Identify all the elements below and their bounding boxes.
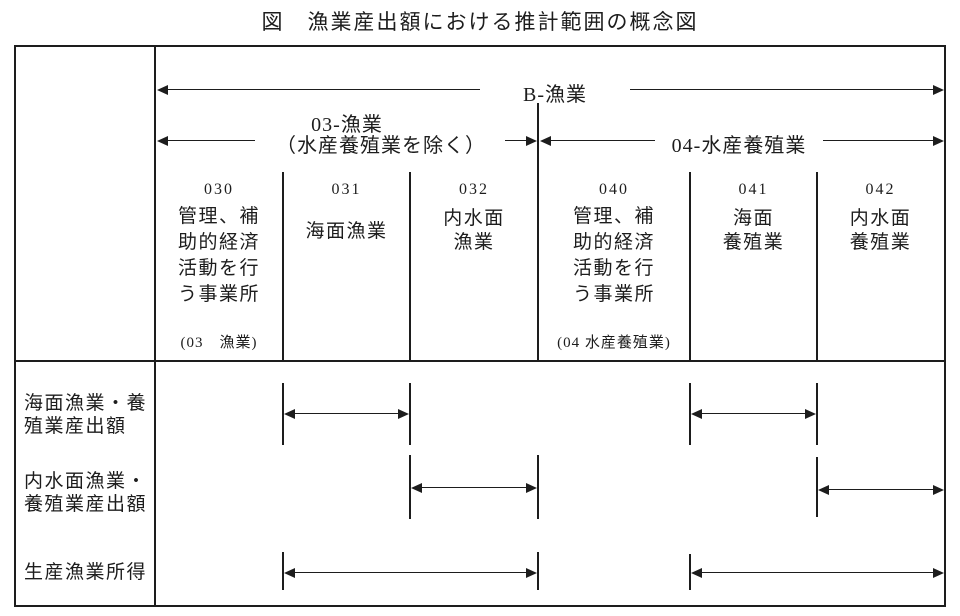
arrow-line [549, 140, 655, 141]
arrowhead-left-icon [691, 568, 702, 578]
column-divider-030-031 [282, 172, 284, 362]
column-header-030: 030 管理、補 助的経済 活動を行 う事業所 (03 漁業) [155, 181, 283, 351]
arrowhead-right-icon [398, 409, 409, 419]
column-note: (03 漁業) [180, 335, 258, 351]
arrowhead-left-icon [284, 568, 295, 578]
label-column-divider [154, 45, 156, 607]
column-divider-041-042 [816, 172, 818, 362]
header-bottom-line [14, 360, 946, 362]
column-label-line: 養殖業 [722, 232, 785, 253]
arrow-line [823, 140, 933, 141]
column-header-041: 041 海面 養殖業 [690, 181, 817, 255]
arrow-line [630, 89, 933, 90]
span-03-label: 03-漁業 [311, 114, 383, 136]
arrowhead-right-icon [805, 409, 816, 419]
column-label: 内水面 漁業 [410, 207, 538, 255]
column-label: 管理、補 助的経済 活動を行 う事業所 [155, 204, 283, 308]
column-code: 030 [204, 181, 234, 198]
arrow-line [166, 140, 255, 141]
arrow-line [166, 89, 480, 90]
arrow-line [700, 572, 933, 573]
figure-title: 図 漁業産出額における推計範囲の概念図 [261, 10, 699, 34]
column-header-042: 042 内水面 養殖業 [817, 181, 944, 255]
arrowhead-right-icon [526, 568, 537, 578]
column-label-line: 海面漁業 [305, 221, 388, 242]
arrowhead-left-icon [157, 136, 168, 146]
column-label: 海面漁業 [283, 219, 410, 245]
arrow-line [293, 413, 400, 414]
arrow-line [505, 140, 528, 141]
column-note: (04 水産養殖業) [557, 335, 671, 351]
row-label-line: 生産漁業所得 [24, 562, 148, 583]
arrowhead-left-icon [540, 136, 551, 146]
arrow-tick [282, 383, 284, 445]
column-label-line: 漁業 [453, 232, 495, 253]
arrowhead-right-icon [933, 485, 944, 495]
arrowhead-left-icon [411, 483, 422, 493]
arrow-line [700, 413, 807, 414]
column-code: 042 [865, 181, 896, 198]
arrowhead-left-icon [157, 85, 168, 95]
arrowhead-right-icon [526, 136, 537, 146]
arrowhead-right-icon [526, 483, 537, 493]
column-divider-031-032 [409, 172, 411, 362]
column-label-line: 助的経済 [572, 232, 655, 253]
table-frame [14, 45, 946, 607]
column-label: 管理、補 助的経済 活動を行 う事業所 [538, 204, 690, 308]
column-label-line: 管理、補 [177, 206, 260, 227]
arrow-line [293, 572, 528, 573]
column-label-line: 活動を行 [572, 258, 655, 279]
arrow-tick [537, 455, 539, 519]
arrow-line [827, 489, 935, 490]
arrow-tick [689, 554, 691, 590]
row-label-marine-output: 海面漁業・養 殖業産出額 [24, 392, 154, 438]
span-04-label: 04-水産養殖業 [671, 135, 807, 157]
column-code: 032 [459, 181, 489, 198]
column-code: 040 [599, 181, 629, 198]
row-label-line: 殖業産出額 [24, 416, 127, 437]
arrowhead-right-icon [933, 136, 944, 146]
row-label-line: 内水面漁業・ [24, 471, 148, 492]
span-03-sublabel: （水産養殖業を除く） [276, 135, 486, 157]
column-header-032: 032 内水面 漁業 [410, 181, 538, 255]
arrowhead-left-icon [691, 409, 702, 419]
arrow-tick [816, 457, 818, 517]
column-label-line: う事業所 [177, 284, 260, 305]
column-code: 041 [738, 181, 769, 198]
arrow-tick [816, 383, 818, 445]
column-label-line: 管理、補 [572, 206, 655, 227]
arrowhead-right-icon [933, 568, 944, 578]
row-label-line: 養殖業産出額 [24, 494, 148, 515]
column-label: 内水面 養殖業 [817, 207, 944, 255]
arrow-tick [409, 383, 411, 445]
column-code: 031 [331, 181, 362, 198]
arrow-tick [537, 552, 539, 590]
arrow-tick [409, 455, 411, 519]
column-divider-03-04 [537, 103, 539, 362]
arrow-line [420, 487, 528, 488]
span-b-label: B-漁業 [523, 84, 587, 106]
row-label-line: 海面漁業・養 [24, 393, 148, 414]
arrowhead-left-icon [818, 485, 829, 495]
column-divider-040-041 [689, 172, 691, 362]
column-label-line: 内水面 [849, 208, 912, 229]
column-header-031: 031 海面漁業 [283, 181, 410, 245]
column-label-line: 内水面 [443, 208, 505, 229]
column-label-line: 活動を行 [177, 258, 260, 279]
arrowhead-left-icon [284, 409, 295, 419]
column-label-line: う事業所 [572, 284, 655, 305]
column-header-040: 040 管理、補 助的経済 活動を行 う事業所 (04 水産養殖業) [538, 181, 690, 351]
column-label-line: 海面 [732, 208, 774, 229]
arrowhead-right-icon [933, 85, 944, 95]
row-label-inland-output: 内水面漁業・ 養殖業産出額 [24, 470, 154, 516]
arrow-tick [282, 552, 284, 590]
column-label: 海面 養殖業 [690, 207, 817, 255]
arrow-tick [689, 383, 691, 445]
column-label-line: 養殖業 [849, 232, 912, 253]
column-label-line: 助的経済 [177, 232, 260, 253]
row-label-production-income: 生産漁業所得 [24, 561, 154, 584]
